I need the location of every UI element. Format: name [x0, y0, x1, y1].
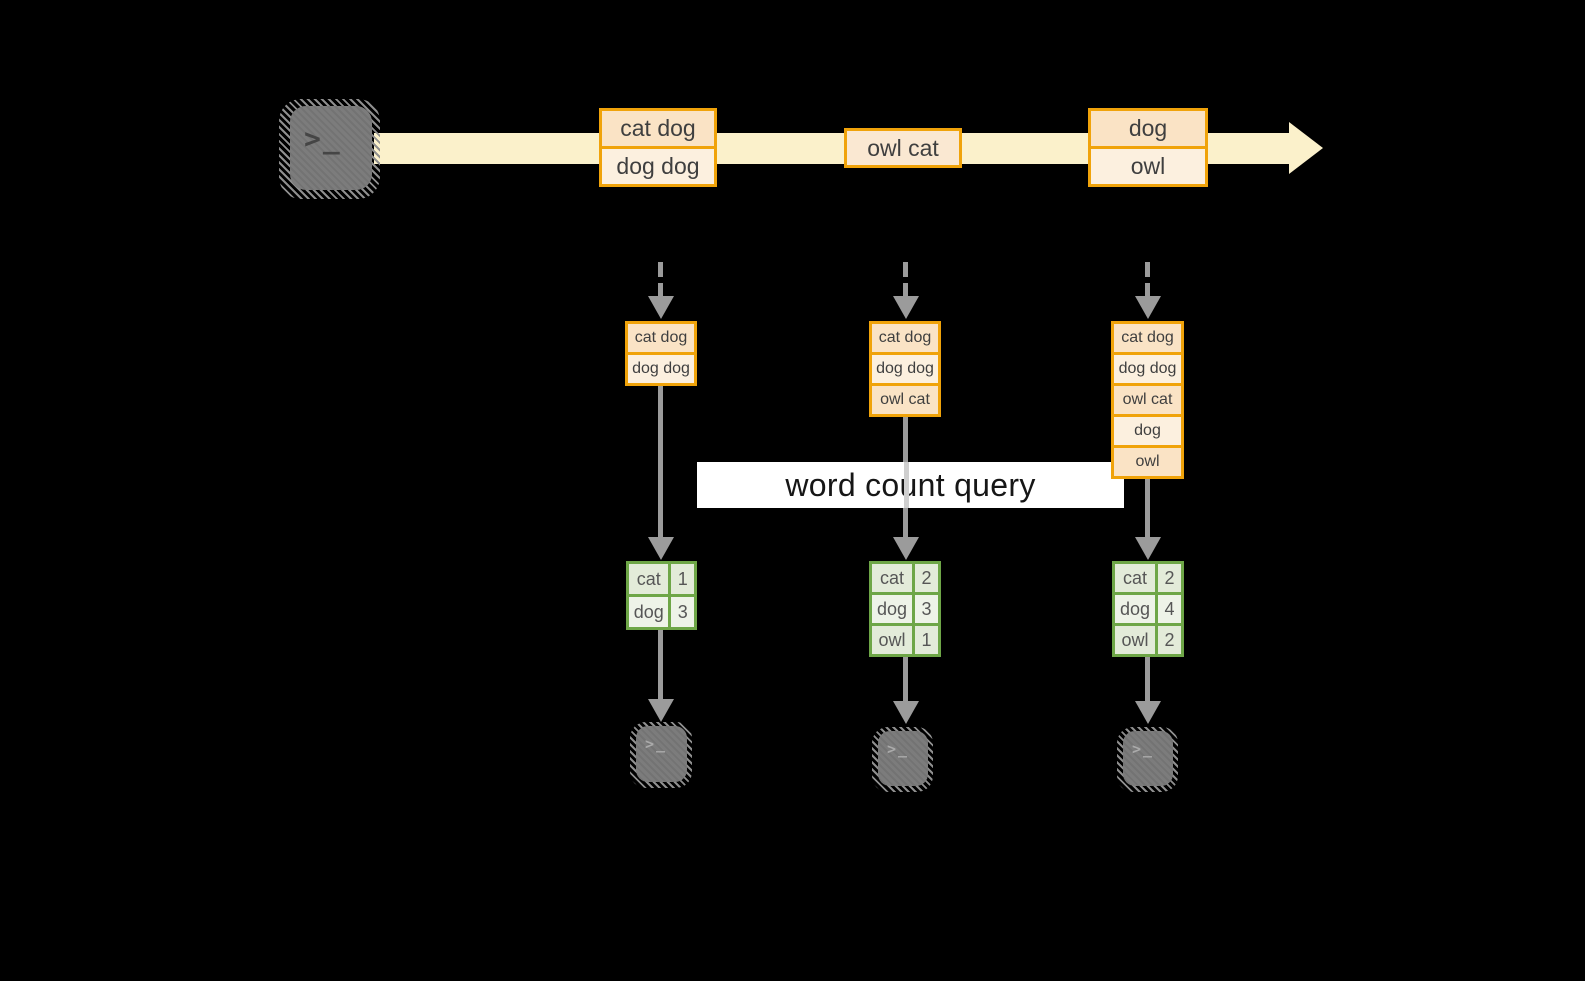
buffer-line: cat dog [628, 324, 694, 352]
table-row: cat 2 [872, 564, 938, 592]
buffer-line: owl cat [1114, 386, 1181, 414]
word-cell: dog [629, 597, 669, 627]
event-line: dog dog [602, 149, 714, 184]
ingest-dashed-arrow-shaft [903, 262, 908, 298]
buffer-line: owl cat [872, 386, 938, 414]
table-row: cat 1 [629, 564, 694, 594]
query-flow-arrowhead-icon [648, 537, 674, 560]
terminal-prompt-icon: >_ [887, 740, 910, 758]
ingest-arrowhead-icon [648, 296, 674, 319]
query-flow-arrowhead-icon [1135, 537, 1161, 560]
ingest-arrowhead-icon [1135, 296, 1161, 319]
word-cell: dog [872, 595, 913, 623]
count-table-3: cat 2 dog 4 owl 2 [1112, 561, 1184, 657]
table-row: owl 1 [872, 626, 938, 654]
event-line: owl cat [847, 131, 959, 165]
word-cell: dog [1115, 595, 1156, 623]
sink-terminal-icon-3: >_ [1117, 727, 1178, 792]
table-row: dog 3 [872, 595, 938, 623]
sink-terminal-icon-2: >_ [872, 727, 933, 792]
count-cell: 1 [915, 626, 938, 654]
count-table-1: cat 1 dog 3 [626, 561, 697, 630]
event-line: cat dog [602, 111, 714, 146]
stream-arrowhead-icon [1289, 122, 1323, 174]
stream-source-terminal-icon: >_ [279, 99, 380, 199]
output-flow-line [658, 630, 663, 700]
stream-event-box-2: owl cat [844, 128, 962, 168]
buffer-line: cat dog [872, 324, 938, 352]
query-flow-line [1145, 479, 1150, 538]
event-line: owl [1091, 149, 1205, 184]
buffer-line: dog dog [628, 355, 694, 383]
stream-event-box-1: cat dog dog dog [599, 108, 717, 187]
output-arrowhead-icon [648, 699, 674, 722]
ingest-dashed-arrow-shaft [1145, 262, 1150, 298]
word-cell: owl [872, 626, 913, 654]
word-cell: cat [629, 564, 669, 594]
output-arrowhead-icon [1135, 701, 1161, 724]
query-flow-line-over-label [904, 462, 909, 508]
count-cell: 4 [1158, 595, 1181, 623]
buffer-box-2: cat dog dog dog owl cat [869, 321, 941, 417]
table-row: owl 2 [1115, 626, 1181, 654]
word-cell: cat [872, 564, 913, 592]
output-arrowhead-icon [893, 701, 919, 724]
buffer-line: dog [1114, 417, 1181, 445]
sink-terminal-icon-1: >_ [630, 722, 692, 788]
terminal-screen: >_ [636, 726, 687, 782]
terminal-prompt-icon: >_ [304, 122, 342, 155]
query-label: word count query [785, 466, 1036, 503]
count-table-2: cat 2 dog 3 owl 1 [869, 561, 941, 657]
ingest-dashed-arrow-shaft [658, 262, 663, 298]
count-cell: 2 [1158, 626, 1181, 654]
buffer-line: cat dog [1114, 324, 1181, 352]
ingest-arrowhead-icon [893, 296, 919, 319]
terminal-prompt-icon: >_ [1132, 740, 1155, 758]
event-line: dog [1091, 111, 1205, 146]
terminal-prompt-icon: >_ [645, 735, 668, 753]
buffer-line: owl [1114, 448, 1181, 476]
stream-event-box-3: dog owl [1088, 108, 1208, 187]
word-cell: owl [1115, 626, 1156, 654]
table-row: dog 4 [1115, 595, 1181, 623]
count-cell: 2 [1158, 564, 1181, 592]
query-flow-arrowhead-icon [893, 537, 919, 560]
word-cell: cat [1115, 564, 1156, 592]
terminal-screen: >_ [878, 731, 928, 786]
output-flow-line [1145, 657, 1150, 702]
query-flow-line [658, 386, 663, 538]
terminal-screen: >_ [290, 106, 372, 190]
buffer-box-1: cat dog dog dog [625, 321, 697, 386]
table-row: dog 3 [629, 597, 694, 627]
count-cell: 3 [915, 595, 938, 623]
terminal-screen: >_ [1123, 731, 1173, 786]
table-row: cat 2 [1115, 564, 1181, 592]
query-label-strip: word count query [697, 462, 1124, 508]
count-cell: 3 [671, 597, 694, 627]
buffer-line: dog dog [1114, 355, 1181, 383]
count-cell: 2 [915, 564, 938, 592]
buffer-box-3: cat dog dog dog owl cat dog owl [1111, 321, 1184, 479]
buffer-line: dog dog [872, 355, 938, 383]
count-cell: 1 [671, 564, 694, 594]
output-flow-line [903, 657, 908, 702]
